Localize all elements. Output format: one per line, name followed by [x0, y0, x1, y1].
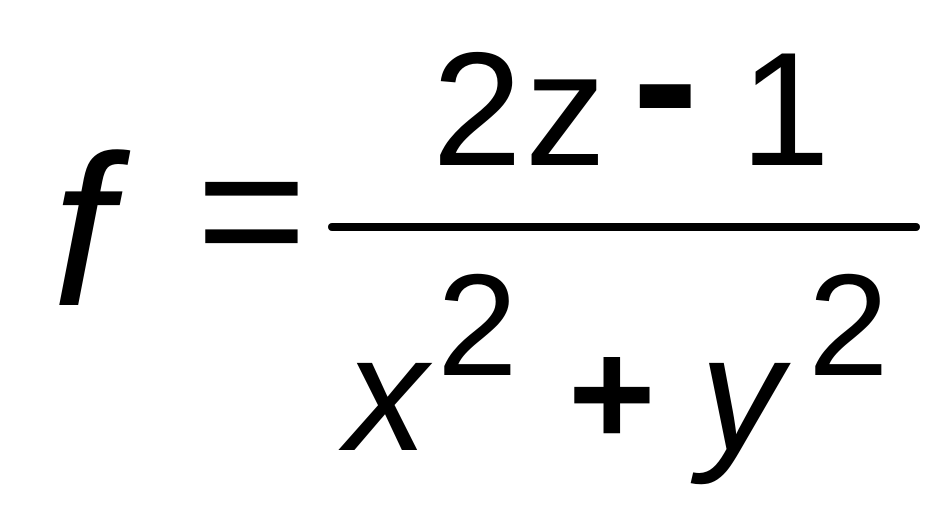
equals-sign: =: [196, 104, 307, 316]
x-exponent: 2: [437, 244, 518, 406]
denominator-variable-y: y: [690, 301, 791, 485]
fraction-bar: [328, 223, 920, 231]
plus-sign: +: [568, 309, 656, 477]
numerator-coefficient: 2: [432, 19, 522, 200]
y-exponent: 2: [808, 244, 889, 406]
minus-sign: -: [632, 0, 699, 191]
denominator-variable-x: x: [338, 301, 433, 485]
denominator: x 2 + y 2: [338, 244, 889, 485]
numerator: 2 z - 1: [432, 0, 830, 200]
numerator-variable-z: z: [525, 19, 606, 200]
function-symbol-f: f: [52, 110, 131, 351]
numerator-constant: 1: [740, 19, 830, 200]
